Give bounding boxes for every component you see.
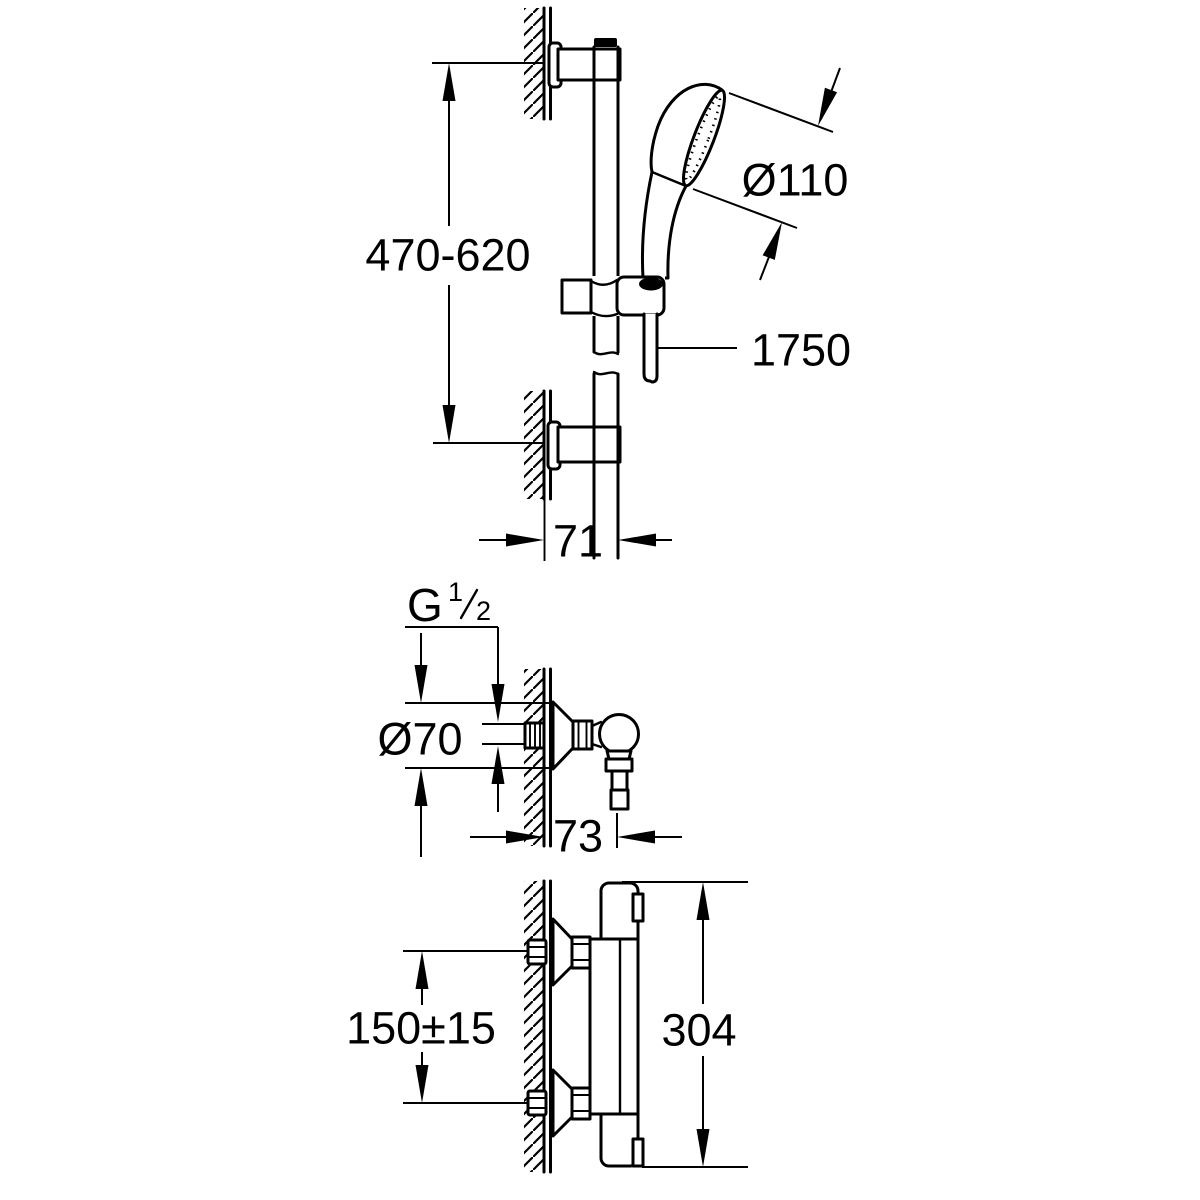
rail-set-view: 470-620 Ø110 1750 71 (365, 6, 851, 567)
lower-supply-bolt (526, 1089, 548, 1117)
dim-rail-height: 470-620 (365, 62, 544, 444)
rail-break-lower (592, 370, 620, 376)
valve-view: G 1 2 Ø70 73 (377, 577, 682, 862)
mixer-face (588, 937, 640, 1116)
handle-socket (639, 277, 663, 291)
upper-s-union (551, 917, 592, 987)
lower-wall-bracket (546, 420, 622, 471)
valve-outlet (604, 749, 634, 811)
upper-wall-bracket (547, 41, 622, 89)
tube-clip-lower (631, 1137, 645, 1168)
thermostat-body (588, 881, 645, 1168)
valve-wall (524, 667, 552, 848)
inlet-thread-stub (523, 721, 546, 750)
union-nut (571, 719, 594, 751)
spray-face (681, 88, 727, 188)
thread-numerator: 1 (448, 577, 463, 607)
flange-diameter-label: Ø70 (377, 714, 462, 765)
hand-shower (640, 82, 727, 280)
slider-holder (560, 275, 666, 318)
dim-inlet-spacing: 150±15 (346, 951, 496, 1103)
holder-left-knob (560, 278, 593, 315)
head-diameter-label: Ø110 (742, 155, 849, 206)
spray-nozzles (684, 94, 722, 182)
dim-thread-size: G 1 2 (405, 577, 526, 812)
rail-offset-label: 71 (553, 516, 603, 567)
thread-g-label: G (407, 579, 443, 631)
dim-valve-offset: 73 (470, 811, 682, 862)
fraction-slash (459, 588, 479, 620)
thread-denominator: 2 (476, 596, 491, 626)
dim-rail-offset: 71 (479, 516, 672, 567)
dim-head-diameter: Ø110 (692, 67, 849, 281)
inlet-spacing-label: 150±15 (346, 1003, 496, 1054)
valve-knob (598, 713, 640, 755)
shower-hose (642, 312, 659, 384)
hose-length-label: 1750 (751, 325, 851, 376)
dim-flange-diameter: Ø70 (377, 633, 463, 857)
thermostat-view: 150±15 304 (346, 879, 748, 1174)
lower-s-union (551, 1068, 592, 1138)
rail-top-cap (594, 38, 617, 47)
rail-height-label: 470-620 (365, 230, 530, 281)
rail-break-upper (592, 350, 620, 356)
handle-joint-line (650, 170, 688, 188)
dim-hose-length: 1750 (657, 325, 851, 376)
upper-supply-bolt (526, 938, 548, 966)
tube-clip-upper (631, 892, 645, 923)
dim-body-height: 304 (622, 881, 748, 1168)
body-height-label: 304 (661, 1005, 736, 1056)
valve-offset-label: 73 (553, 811, 603, 862)
